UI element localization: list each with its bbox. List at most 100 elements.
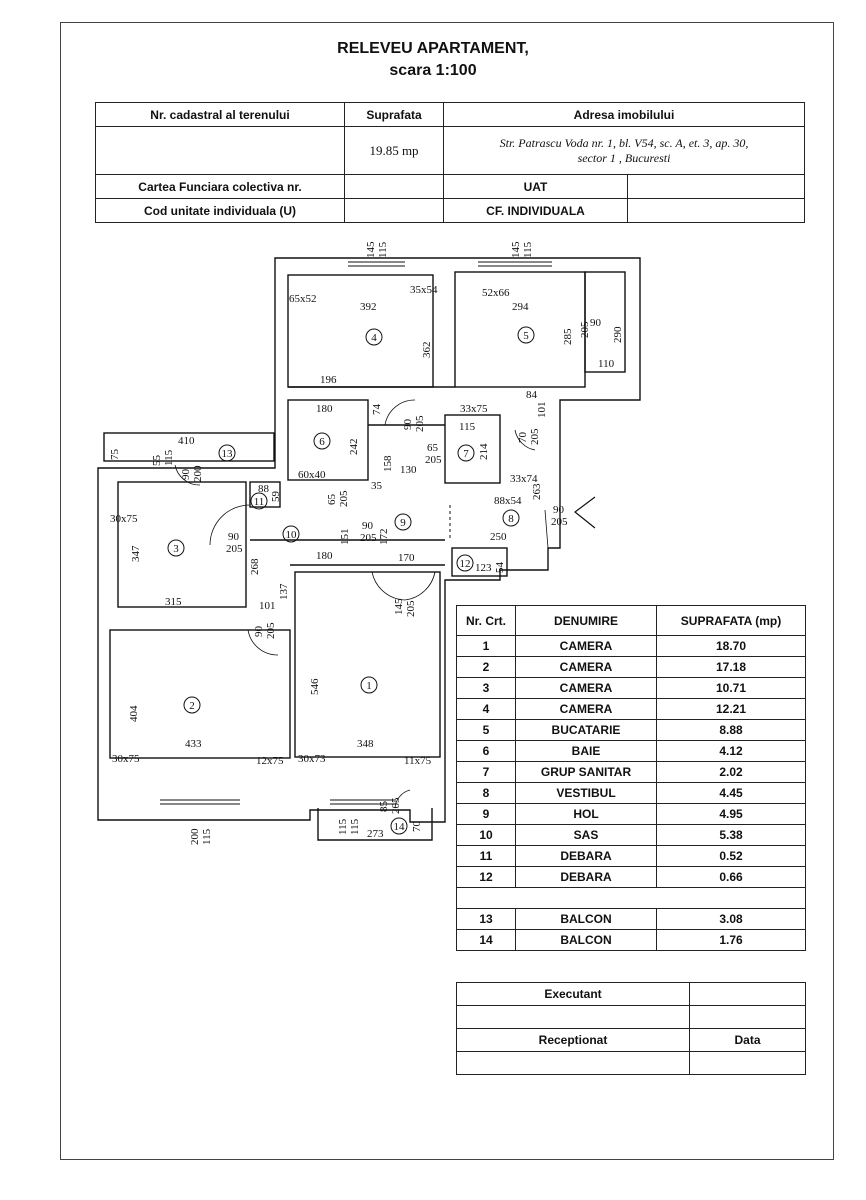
dim-b14-width: 273: [367, 828, 384, 840]
row-nr: 8: [456, 782, 516, 804]
drawing-scale: scara 1:100: [389, 62, 477, 79]
dim-r5-101: 101: [536, 402, 548, 419]
row-area: 12.21: [656, 698, 806, 720]
dim-r5-width: 294: [512, 301, 529, 313]
col-denumire: DENUMIRE: [515, 605, 657, 636]
dim-r4-height: 362: [421, 342, 433, 359]
room-markers: [167, 326, 535, 835]
surface-value: 19.85 mp: [344, 126, 444, 175]
dim-win-bot-b: 115: [201, 828, 213, 845]
dim-268: 268: [249, 558, 261, 575]
dim-r5-corner: 52x66: [482, 287, 510, 299]
room-number-8: 8: [508, 513, 514, 525]
executant-value: [689, 982, 806, 1006]
row-nr: 7: [456, 761, 516, 783]
door-entry-205: 205: [551, 516, 568, 528]
row-name: BALCON: [515, 908, 657, 930]
dim-101: 101: [259, 600, 276, 612]
dim-r8-col1: 33x74: [510, 473, 538, 485]
dim-r6-col: 60x40: [298, 469, 326, 481]
executant-label: Executant: [456, 982, 690, 1006]
door-r5-205: 205: [529, 428, 541, 445]
dim-130: 130: [400, 464, 417, 476]
row-name: CAMERA: [515, 698, 657, 720]
door-r11-205: 205: [338, 490, 350, 507]
cf-colectiva-label: Cartea Funciara colectiva nr.: [95, 174, 345, 199]
room-number-7: 7: [463, 448, 469, 460]
row-area: 0.66: [656, 866, 806, 888]
door-r1-205: 205: [405, 600, 417, 617]
dim-r9-172: 172: [378, 529, 390, 546]
row-area: 10.71: [656, 677, 806, 699]
door-r9-90: 90: [362, 520, 374, 532]
dim-r10-180: 180: [316, 550, 333, 562]
row-nr: 13: [456, 908, 516, 930]
dim-35: 35: [371, 480, 383, 492]
row-name: SAS: [515, 824, 657, 846]
entrance-arrow: [574, 496, 596, 529]
row-area: 8.88: [656, 719, 806, 741]
dim-r6-width: 180: [316, 403, 333, 415]
executant-sign-2: [689, 1005, 806, 1029]
dim-r4-col: 35x54: [410, 284, 438, 296]
row-name: BAIE: [515, 740, 657, 762]
dim-r8-col2: 88x54: [494, 495, 522, 507]
row-nr: 9: [456, 803, 516, 825]
dim-r11-59: 59: [270, 491, 282, 503]
dim-b13-115: 115: [163, 449, 175, 466]
dim-r2-width: 433: [185, 738, 202, 750]
row-name: BALCON: [515, 929, 657, 951]
dim-r9-151: 151: [339, 529, 351, 546]
room-number-14: 14: [394, 821, 406, 833]
room-number-2: 2: [189, 700, 195, 712]
dim-b14-115b: 115: [349, 818, 361, 835]
row-area: 4.95: [656, 803, 806, 825]
dim-b14-115a: 115: [337, 818, 349, 835]
room-number-10: 10: [286, 529, 298, 541]
door-r2-90: 90: [253, 626, 265, 638]
col-suprafata: SUPRAFATA (mp): [656, 605, 806, 636]
dim-r8-250: 250: [490, 531, 507, 543]
dim-b14-70: 70: [411, 821, 423, 833]
dim-r2-col2: 12x75: [256, 755, 284, 767]
row-area: 18.70: [656, 635, 806, 657]
dim-r1-col1: 30x73: [298, 753, 326, 765]
row-area: 17.18: [656, 656, 806, 678]
door-r1-145: 145: [393, 598, 405, 615]
cod-unitate-value: [344, 198, 444, 223]
dim-r5-side-w: 110: [598, 358, 615, 370]
row-nr: 6: [456, 740, 516, 762]
row-nr: 1: [456, 635, 516, 657]
room-number-5: 5: [523, 330, 529, 342]
row-name: BUCATARIE: [515, 719, 657, 741]
door-r6-90: 90: [402, 419, 414, 431]
row-area: 4.12: [656, 740, 806, 762]
row-name: GRUP SANITAR: [515, 761, 657, 783]
address-line1: Str. Patrascu Voda nr. 1, bl. V54, sc. A…: [499, 135, 749, 150]
dim-r2-height: 404: [128, 705, 140, 722]
door-r3-205: 205: [226, 543, 243, 555]
dim-r3-width: 315: [165, 596, 182, 608]
door-r7-65: 65: [427, 442, 439, 454]
dim-b14-85: 85: [378, 801, 390, 813]
dim-r5-bottom: 84: [526, 389, 538, 401]
door-r6-205: 205: [414, 415, 426, 432]
door-b13-200: 200: [192, 465, 204, 482]
address-line2: sector 1 , Bucuresti: [577, 150, 671, 165]
room-number-11: 11: [254, 496, 265, 508]
spacer-cell: [456, 887, 806, 909]
dim-r1-width: 348: [357, 738, 374, 750]
dim-r5-door-90: 90: [590, 317, 602, 329]
cf-individuala-value: [627, 198, 805, 223]
dim-r3-height: 347: [130, 545, 142, 562]
